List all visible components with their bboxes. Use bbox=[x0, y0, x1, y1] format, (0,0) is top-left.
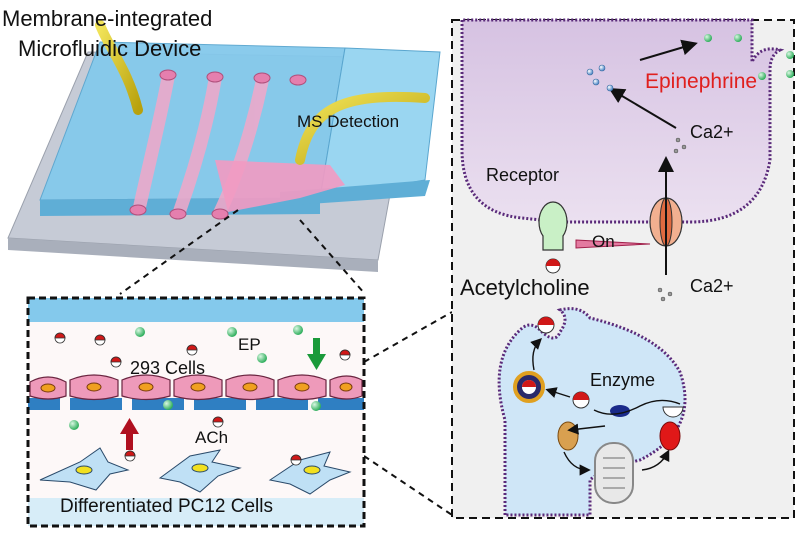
microfluidic-device bbox=[7, 20, 441, 272]
cells-293-label: 293 Cells bbox=[130, 358, 206, 378]
pc12-neurons bbox=[39, 447, 352, 495]
on-label: On bbox=[592, 232, 615, 251]
acetylcholine-label: Acetylcholine bbox=[460, 275, 590, 300]
epinephrine-vesicles bbox=[586, 64, 614, 92]
calcium-ions bbox=[657, 137, 687, 302]
calcium-label-top: Ca2+ bbox=[690, 122, 734, 142]
release-arrow bbox=[608, 87, 677, 129]
neuron-terminal bbox=[497, 307, 687, 517]
synaptic-vesicle bbox=[530, 316, 555, 371]
ep-label: EP bbox=[238, 335, 261, 354]
outlet-tube bbox=[295, 91, 430, 165]
zoom-connectors bbox=[119, 209, 453, 516]
ach-label: ACh bbox=[195, 428, 229, 447]
epinephrine-label: Epinephrine bbox=[645, 70, 758, 93]
epinephrine-released bbox=[704, 34, 794, 80]
substrate-icon bbox=[557, 421, 579, 451]
bottom-layer bbox=[28, 498, 364, 526]
cell-coculture-inset bbox=[26, 296, 366, 528]
receptor-label: Receptor bbox=[486, 165, 560, 185]
inlet-tube bbox=[95, 20, 143, 115]
calcium-channel bbox=[649, 156, 683, 275]
cell-nuclei bbox=[40, 382, 353, 393]
device-ports bbox=[129, 69, 307, 220]
product-icon bbox=[659, 421, 681, 451]
ach-vesicle-loaded bbox=[513, 371, 545, 403]
receptor bbox=[538, 201, 568, 274]
device-title-line2: Microfluidic Device bbox=[18, 36, 202, 61]
diffusion-arrow-green bbox=[307, 338, 326, 370]
ach-molecule bbox=[572, 391, 590, 409]
release-arrow-red bbox=[120, 418, 139, 450]
chromaffin-cell bbox=[460, 18, 785, 224]
porous-membrane bbox=[28, 398, 364, 410]
device-chamber bbox=[215, 160, 345, 212]
ep-molecules bbox=[69, 325, 321, 430]
calcium-label-bottom: Ca2+ bbox=[690, 276, 734, 296]
epinephrine-out-arrow bbox=[639, 39, 698, 61]
enzyme-label: Enzyme bbox=[590, 370, 656, 390]
device-title-line1: Membrane-integrated bbox=[2, 6, 213, 31]
pc12-label: Differentiated PC12 Cells bbox=[60, 496, 273, 517]
ach-molecules bbox=[54, 332, 351, 466]
signaling-panel bbox=[451, 18, 795, 519]
mitochondrion-icon bbox=[594, 442, 634, 504]
top-channel bbox=[28, 298, 364, 322]
ms-detection-label: MS Detection bbox=[297, 112, 400, 131]
on-signal-arrow bbox=[575, 239, 651, 249]
